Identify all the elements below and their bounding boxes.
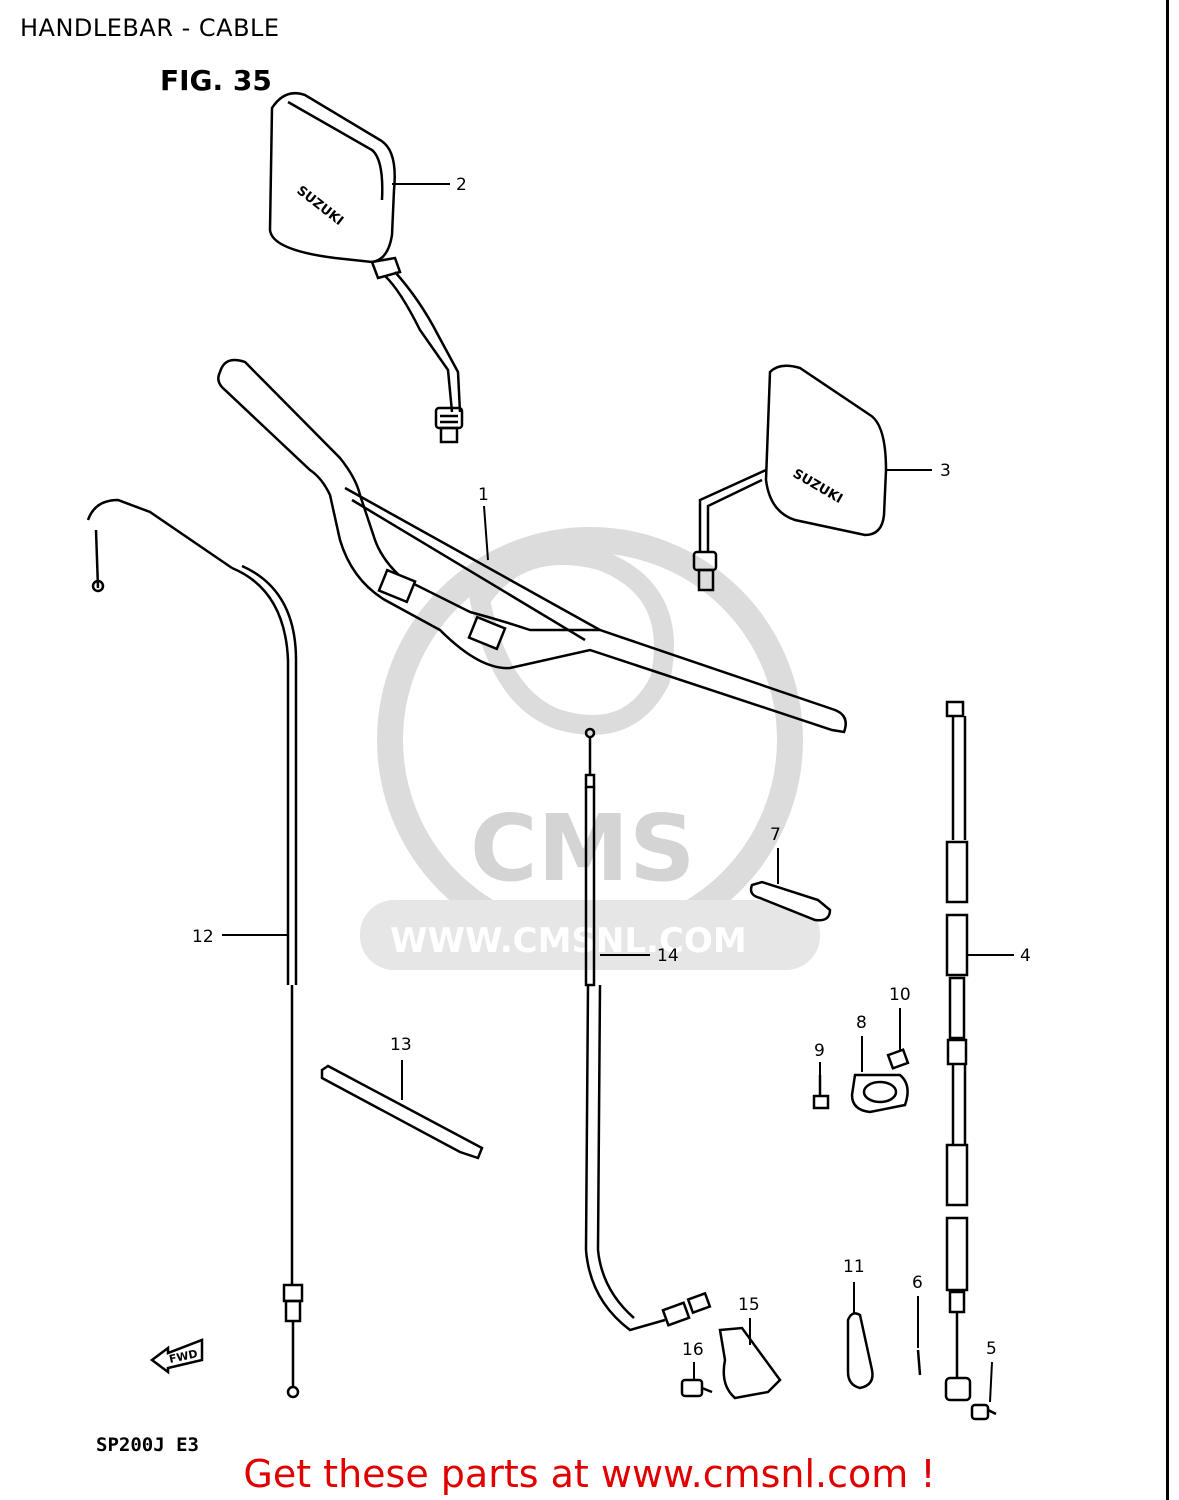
fwd-label: FWD <box>168 1347 199 1366</box>
part-number-7: 7 <box>770 825 781 845</box>
watermark-logo: CMS <box>470 795 695 902</box>
cable-clamp <box>749 880 832 922</box>
part-number-1: 1 <box>478 485 489 505</box>
part-number-13: 13 <box>390 1035 412 1055</box>
part-number-15: 15 <box>738 1295 760 1315</box>
part-labels: 2 3 1 4 7 12 14 10 8 13 9 11 6 15 5 16 <box>192 175 1031 1360</box>
footer-parts-link[interactable]: Get these parts at www.cmsnl.com ! <box>243 1452 936 1496</box>
watermark: CMS WWW.CMSNL.COM <box>360 527 820 970</box>
page-border <box>1166 0 1169 1500</box>
watermark-mascot <box>469 545 674 735</box>
throttle-cable <box>86 498 304 1399</box>
watermark-url: WWW.CMSNL.COM <box>390 921 747 961</box>
part-number-3: 3 <box>940 461 951 481</box>
part-number-11: 11 <box>843 1257 865 1277</box>
mirror-left <box>268 91 464 444</box>
choke-cable <box>584 727 712 1332</box>
part-number-2: 2 <box>456 175 467 195</box>
screw-5 <box>970 1403 997 1421</box>
cable-holder <box>846 1312 874 1390</box>
part-number-9: 9 <box>814 1041 825 1061</box>
part-number-4: 4 <box>1020 946 1031 966</box>
watermark-banner <box>360 900 820 970</box>
figure-label: FIG. 35 <box>160 64 272 97</box>
model-code: SP200J E3 <box>96 1434 199 1456</box>
part-number-5: 5 <box>986 1339 997 1359</box>
bracket-set <box>680 1326 782 1400</box>
clutch-cable <box>944 700 972 1402</box>
cable-strap <box>320 1064 484 1160</box>
part-number-12: 12 <box>192 927 214 947</box>
clamp-set <box>812 1048 910 1114</box>
cotter-pin <box>916 1349 922 1376</box>
handlebar <box>217 358 847 734</box>
part-number-16: 16 <box>682 1340 704 1360</box>
leader-lines <box>222 183 1014 1403</box>
page-title: HANDLEBAR - CABLE <box>20 14 280 42</box>
fwd-arrow: FWD <box>149 1338 204 1375</box>
part-number-10: 10 <box>889 985 911 1005</box>
part-number-6: 6 <box>912 1273 923 1293</box>
part-number-14: 14 <box>657 946 679 966</box>
part-number-8: 8 <box>856 1013 867 1033</box>
mirror-right <box>692 364 888 592</box>
